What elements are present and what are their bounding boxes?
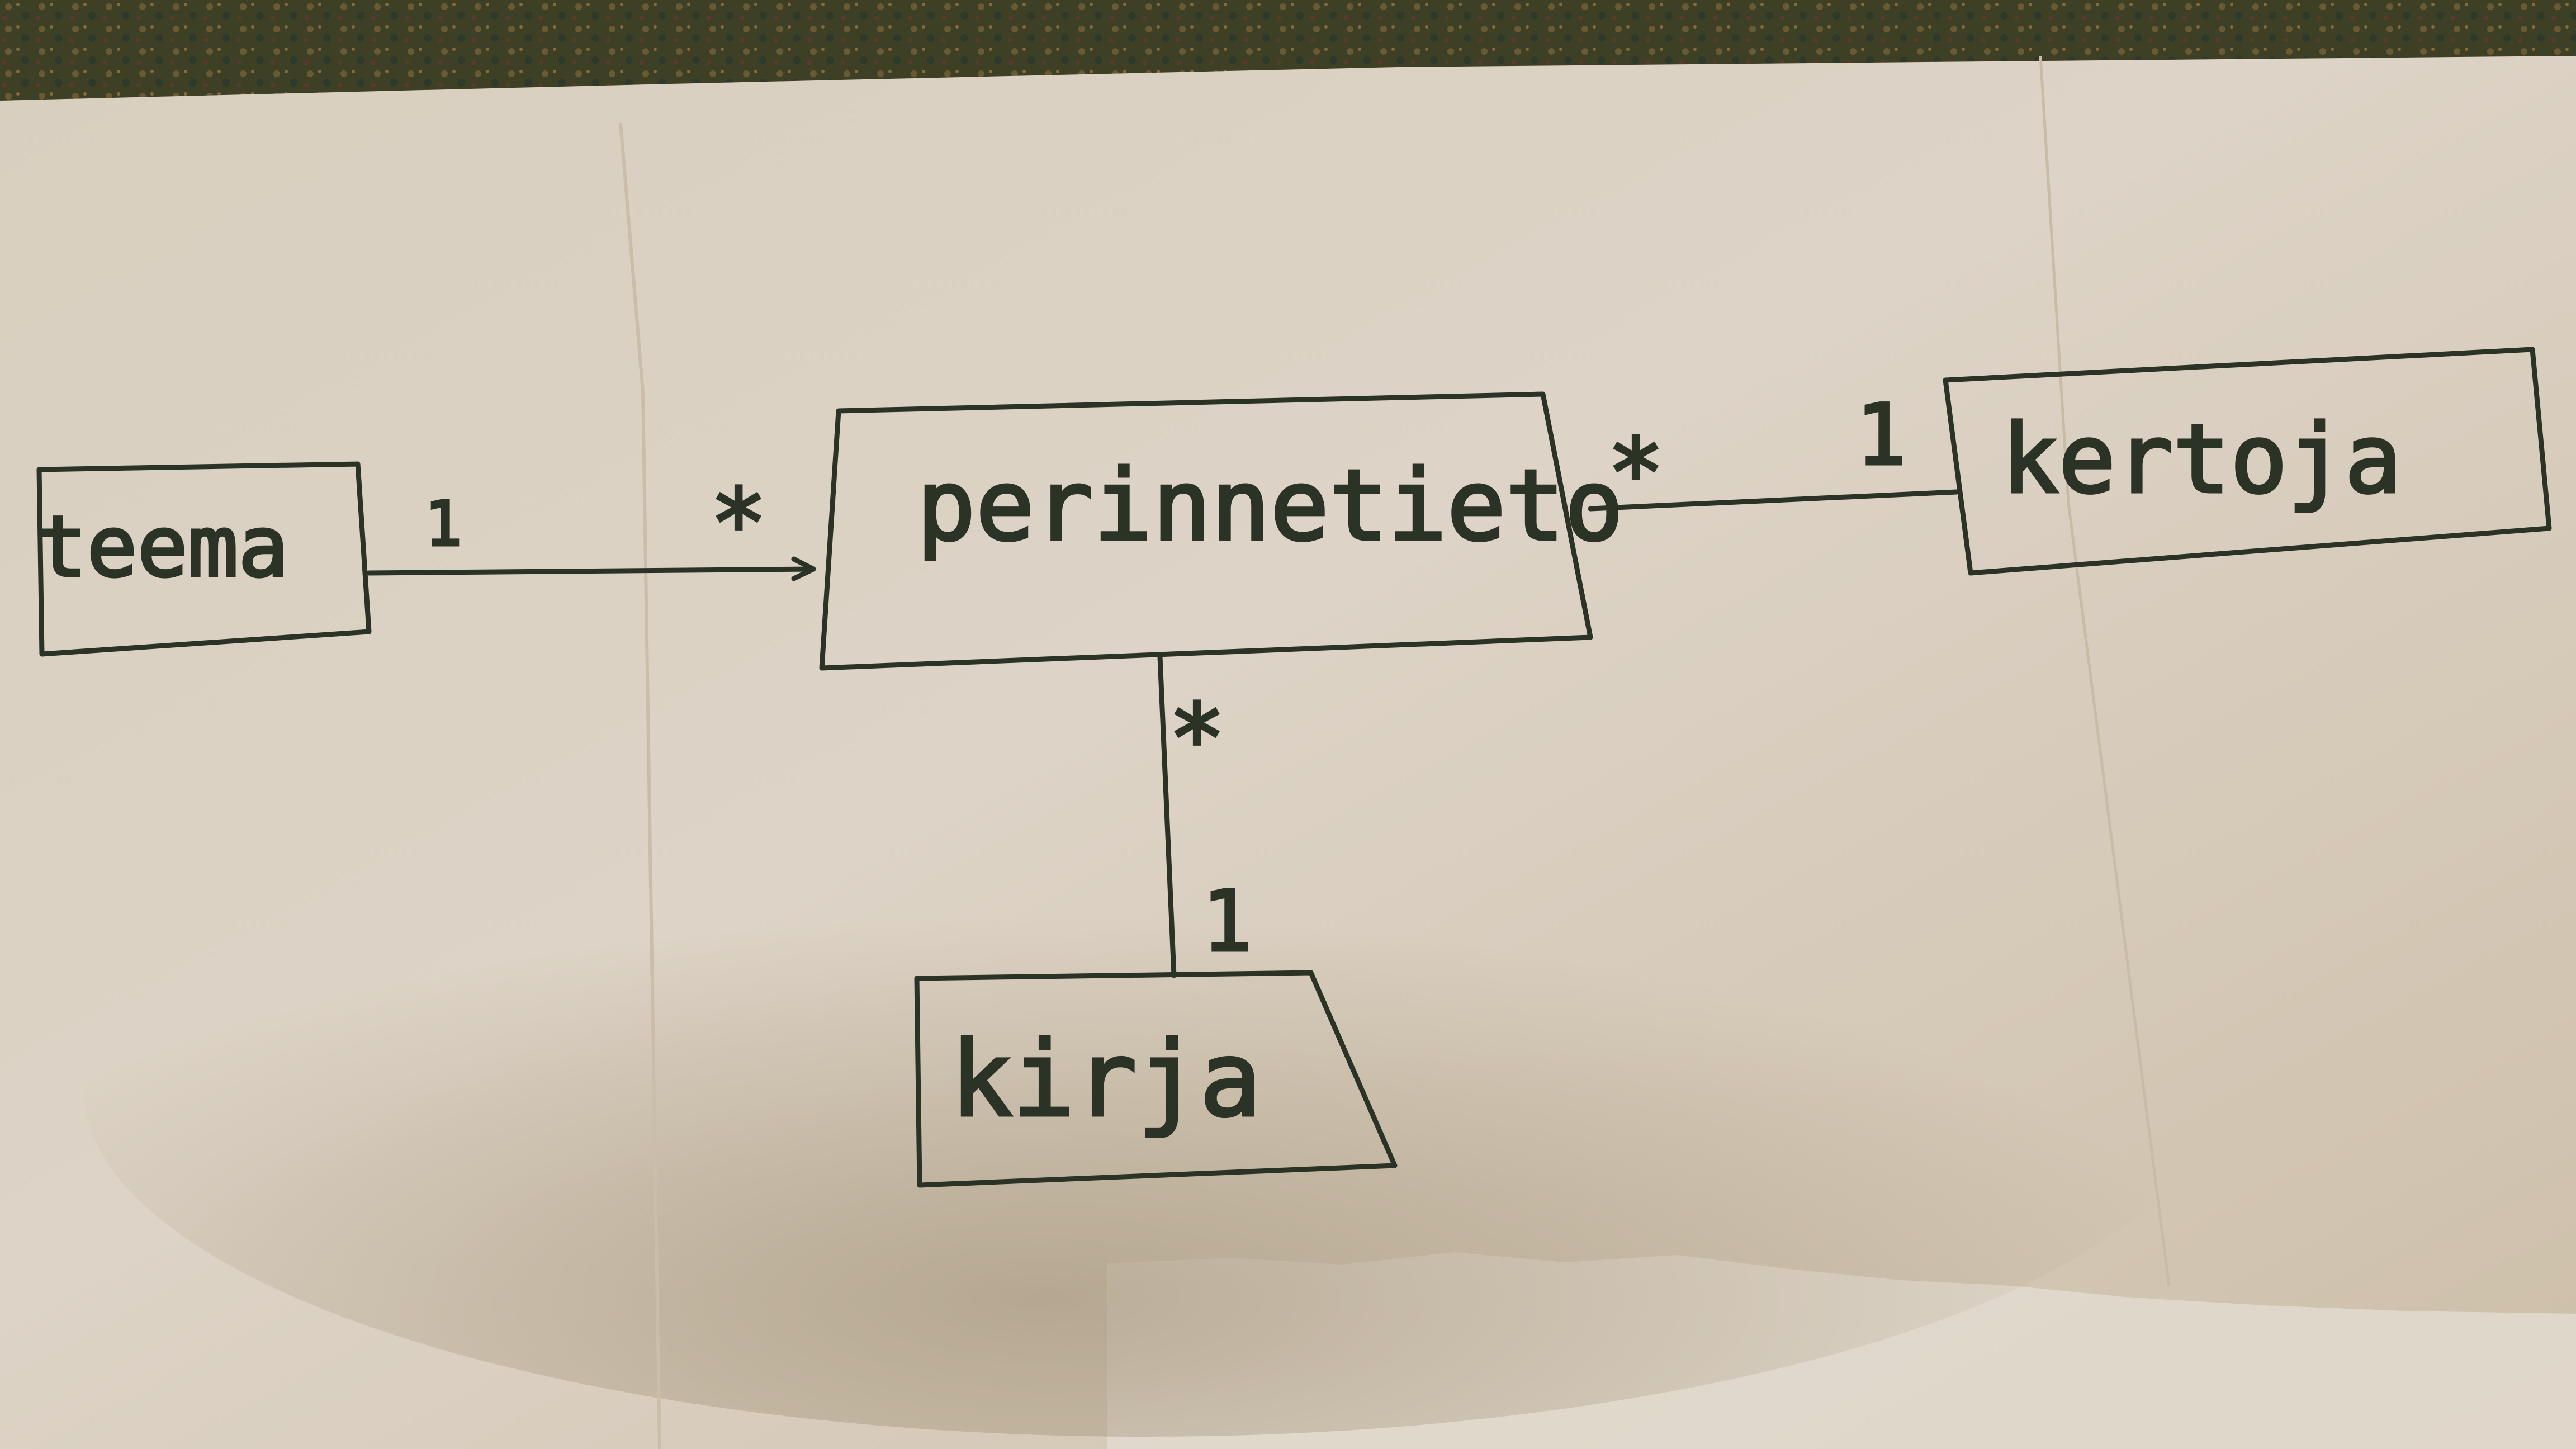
paper-crease (619, 122, 661, 1449)
multiplicity-perinnetieto-side-from-teema: * (710, 468, 767, 579)
multiplicity-perinnetieto-side-from-kirja: * (1168, 684, 1225, 794)
association-line-perinnetieto-kertoja (1588, 489, 1959, 512)
multiplicity-teema-side: 1 (425, 488, 462, 560)
association-line-perinnetieto-kirja (1157, 654, 1177, 978)
multiplicity-perinnetieto-side-from-kertoja: * (1607, 418, 1664, 529)
entity-box-perinnetieto (819, 391, 1593, 671)
entity-box-teema (36, 461, 372, 657)
association-arrowhead (791, 556, 816, 581)
entity-name-perinnetieto: perinnetieto (917, 449, 1623, 563)
multiplicity-kirja-side: 1 (1202, 873, 1252, 970)
entity-name-kertoja: kertoja (2001, 404, 2402, 515)
entity-box-kirja (914, 970, 1398, 1188)
entity-name-teema: teema (36, 499, 289, 596)
hand-shadow (84, 744, 2208, 1437)
multiplicity-kertoja-side: 1 (1856, 387, 1906, 484)
entity-name-kirja: kirja (950, 1019, 1262, 1140)
entity-box-kertoja (1943, 347, 2552, 576)
association-line-teema-perinnetieto (366, 566, 813, 576)
paper-crease-right (2039, 55, 2171, 1286)
